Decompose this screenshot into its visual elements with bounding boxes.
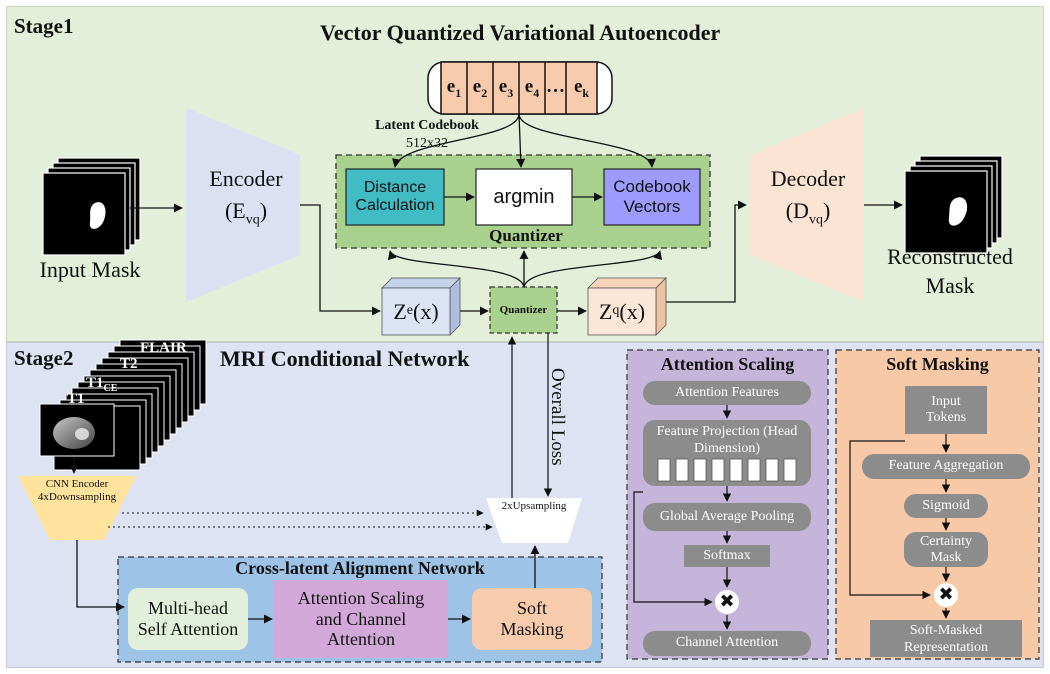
input-mask-label: Input Mask [39, 257, 141, 282]
attention-features-box: Attention Features [643, 381, 811, 405]
codebook-size: 512x32 [406, 136, 448, 151]
encoder-shape [186, 108, 300, 302]
reconstructed-mask-shape [948, 197, 968, 226]
softmax-box: Softmax [684, 545, 770, 567]
mri-stack [39, 339, 207, 471]
codebook-graphic [427, 61, 613, 115]
cnn-encoder-label: CNN Encoder 4xDownsampling [37, 478, 117, 503]
stage2-label: Stage2 [14, 346, 74, 370]
brain-scan-image [53, 417, 95, 449]
codebook-cell-k: ek [573, 76, 590, 100]
ze-box-shape [381, 277, 461, 336]
upsampling-label: 2xUpsampling [501, 500, 567, 512]
zq-box-shape [587, 277, 667, 336]
codebook-vectors-box: Codebook Vectors [613, 177, 691, 216]
codebook-cell-1: e1 [446, 76, 462, 100]
reconstructed-mask-label-2: Mask [925, 273, 975, 298]
codebook-cell-3: e3 [498, 76, 514, 100]
input-tokens-box: Input Tokens [905, 386, 987, 434]
modality-t1: T1 [67, 391, 85, 407]
head-dimension-cells [657, 458, 797, 482]
stage1-label: Stage1 [14, 14, 74, 38]
soft-masking-box: Soft Masking [500, 598, 564, 639]
codebook-label: Latent Codebook [375, 118, 479, 133]
argmin-box: argmin [493, 185, 555, 208]
reconstructed-mask-stack [904, 155, 1003, 254]
attention-multiply-circle [715, 590, 739, 614]
certainty-mask-box: Certainty Mask [904, 532, 988, 567]
soft-multiply-icon: ✖ [938, 583, 954, 605]
codebook-cell-4: e4 [524, 76, 540, 100]
cnn-encoder-shape [18, 476, 136, 540]
input-mask-stack [42, 157, 141, 256]
stage2-title: MRI Conditional Network [220, 346, 470, 371]
encoder-symbol: (Evq) [224, 198, 268, 228]
quantizer-block-label: Quantizer [489, 226, 563, 245]
attention-multiply-icon: ✖ [719, 590, 735, 612]
channel-attention-box: Channel Attention [643, 631, 811, 656]
tumor-mask-shape [89, 202, 106, 229]
asca-box: Attention Scaling and Channel Attention [297, 587, 425, 650]
decoder-label: Decoder [770, 166, 846, 191]
codebook-cell-2: e2 [472, 76, 488, 100]
gap-box: Global Average Pooling [643, 503, 811, 531]
soft-multiply-circle [934, 583, 958, 607]
sigmoid-box: Sigmoid [904, 494, 988, 518]
small-quantizer-shape [489, 286, 558, 334]
decoder-symbol: (Dvq) [785, 198, 831, 228]
mhsa-box: Multi-head Self Attention [137, 598, 239, 639]
soft-masked-representation-box: Soft-Masked Representation [870, 620, 1022, 657]
overall-loss-label: Overall Loss [547, 368, 568, 466]
upsampling-shape [486, 498, 582, 543]
small-quantizer-label: Quantizer [499, 303, 548, 316]
encoder-label: Encoder [209, 166, 283, 191]
reconstructed-mask-label-1: Reconstructed [887, 244, 1013, 269]
distance-calculation-box: Distance Calculation [355, 178, 435, 214]
decoder-shape [750, 108, 864, 302]
feature-projection-label: Feature Projection (Head Dimension) [656, 424, 798, 456]
attention-scaling-title: Attention Scaling [660, 354, 795, 374]
codebook-cell-ellipsis: … [546, 76, 565, 97]
feature-aggregation-box: Feature Aggregation [862, 454, 1030, 479]
stage1-title: Vector Quantized Variational Autoencoder [320, 20, 721, 45]
modality-flair: FLAIR [140, 340, 187, 356]
soft-masking-title: Soft Masking [886, 354, 989, 374]
modality-t2: T2 [120, 356, 138, 372]
cross-latent-title: Cross-latent Alignment Network [235, 558, 485, 578]
modality-t1ce: T1CE [86, 375, 118, 394]
